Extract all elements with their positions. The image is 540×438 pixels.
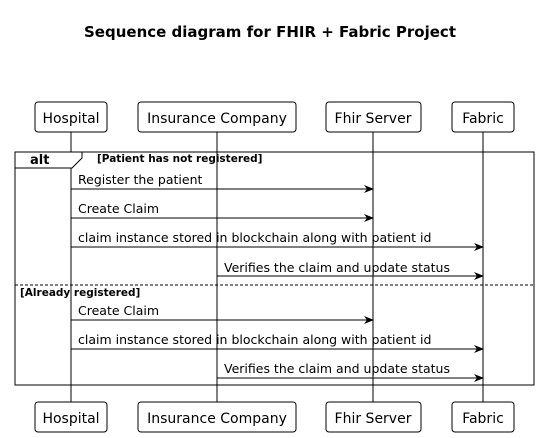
participant-label: Insurance Company [147,411,287,427]
participant-label: Fabric [462,111,504,127]
participant-box [137,401,297,433]
participant-box [451,401,515,433]
alt-fragment-tab [14,151,83,169]
participant-label: Fhir Server [335,411,412,427]
participant-fhir-bottom: Fhir Server [325,401,422,433]
participant-hospital-top: Hospital [34,101,108,133]
participant-label: Hospital [42,111,99,127]
participant-box [34,401,108,433]
participant-insurance-bottom: Insurance Company [137,401,297,433]
message-label: Create Claim [78,303,159,318]
message: Verifies the claim and update status [217,260,484,280]
message-label: Register the patient [78,172,203,187]
participant-label: Fhir Server [335,111,412,127]
message: Verifies the claim and update status [217,361,484,382]
message-label: claim instance stored in blockchain alon… [78,332,431,347]
message-label: Verifies the claim and update status [224,260,450,275]
guard-not-registered: [Patient has not registered] [97,153,262,165]
participant-box [137,101,297,133]
participant-box [451,101,515,133]
message-label: Create Claim [78,201,159,216]
participant-box [325,401,422,433]
participant-fabric-bottom: Fabric [451,401,515,433]
guard-already-registered: [Already registered] [20,287,140,299]
message: Create Claim [71,201,374,222]
message: claim instance stored in blockchain alon… [71,230,484,251]
diagram-title: Sequence diagram for FHIR + Fabric Proje… [84,23,456,41]
participant-label: Hospital [42,411,99,427]
participant-fabric-top: Fabric [451,101,515,133]
participant-box [34,101,108,133]
participant-insurance-top: Insurance Company [137,101,297,133]
participant-label: Insurance Company [147,111,287,127]
participant-label: Fabric [462,411,504,427]
message: Create Claim [71,303,374,324]
message: Register the patient [71,172,374,193]
message: claim instance stored in blockchain alon… [71,332,484,353]
message-label: claim instance stored in blockchain alon… [78,230,431,245]
participant-fhir-top: Fhir Server [325,101,422,133]
participant-hospital-bottom: Hospital [34,401,108,433]
participant-box [325,101,422,133]
alt-operator-label: alt [30,153,49,168]
message-label: Verifies the claim and update status [224,361,450,376]
alt-fragment-frame [14,151,535,386]
